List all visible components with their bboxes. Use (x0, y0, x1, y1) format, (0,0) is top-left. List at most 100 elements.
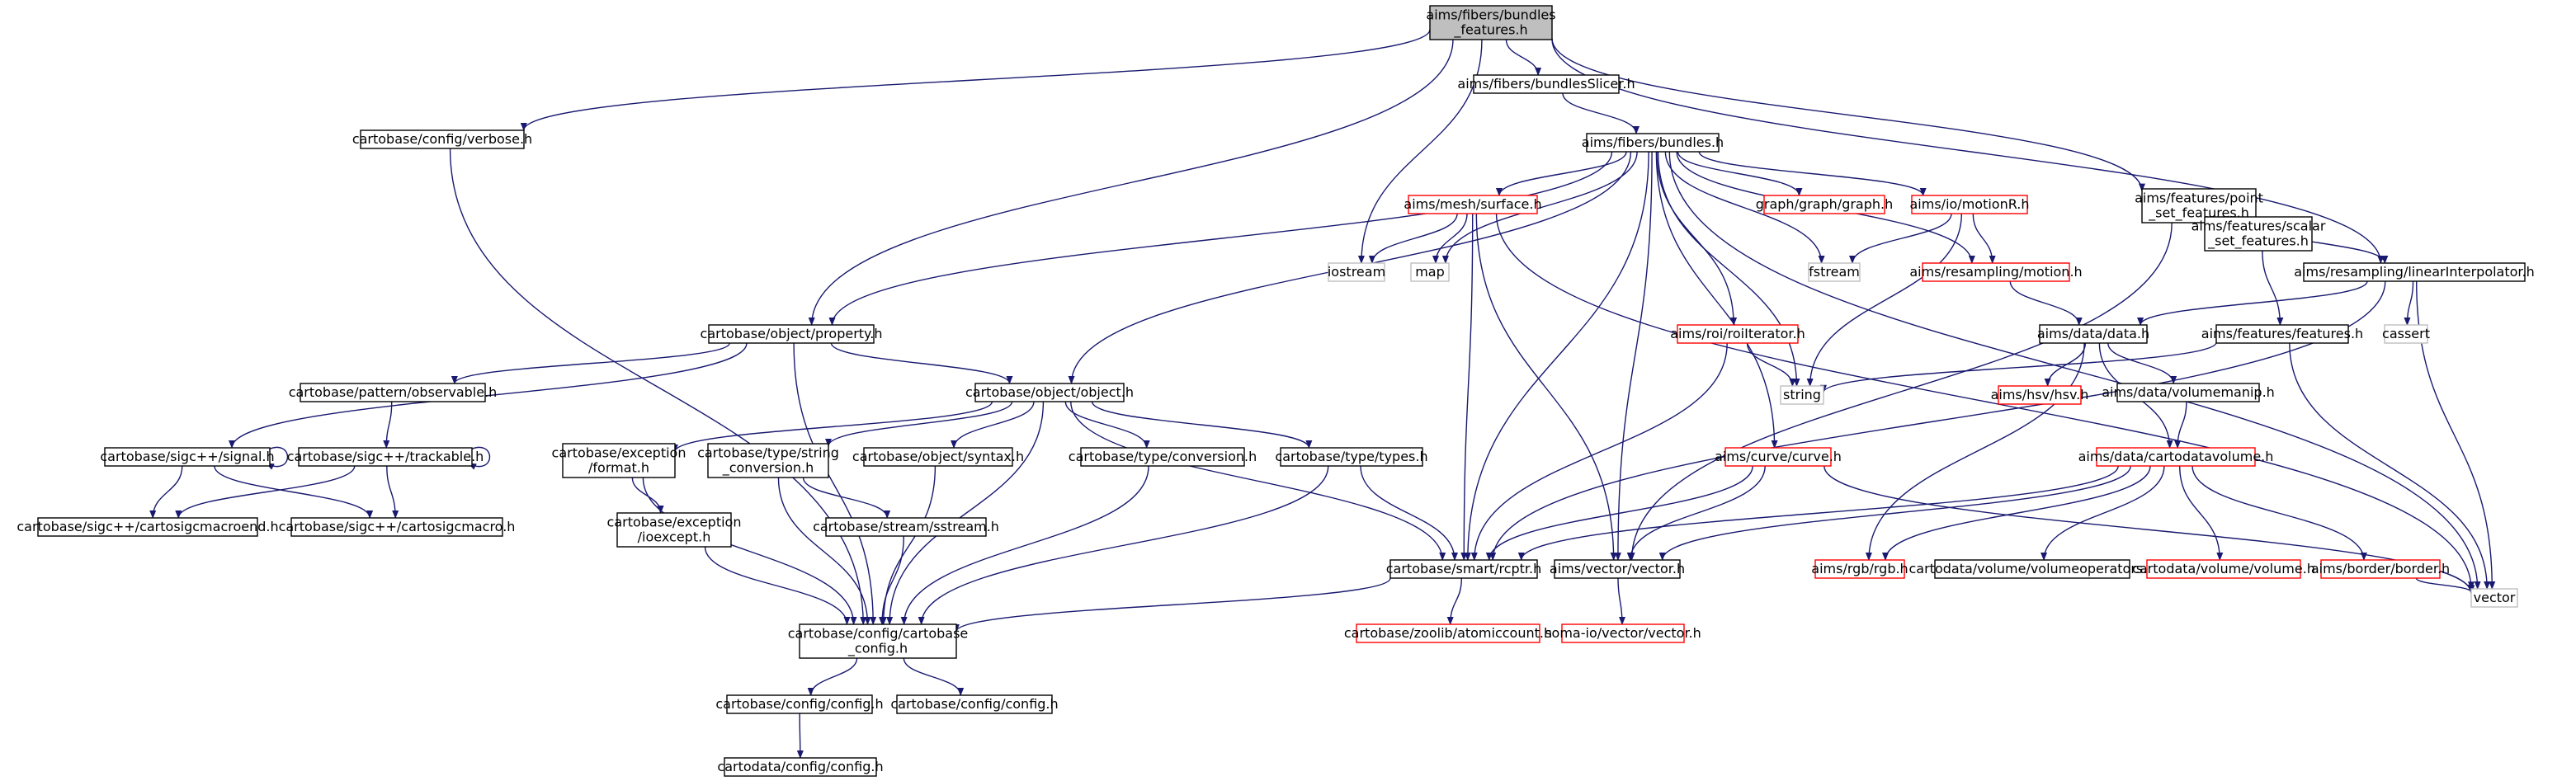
edge-root-to-verbose (520, 29, 1431, 131)
edge-root-to-iostream (1357, 39, 1483, 264)
node-label: graph/graph/graph.h (1756, 196, 1894, 212)
edge-cbconfig-to-config2 (903, 657, 965, 696)
node-syntax[interactable]: cartobase/object/syntax.h (852, 447, 1024, 467)
node-format[interactable]: cartobase/exception/format.h (552, 443, 686, 478)
node-label: cartobase/type/conversion.h (1069, 449, 1257, 464)
node-object[interactable]: cartobase/object/object.h (965, 383, 1134, 402)
node-macroend[interactable]: cartobase/sigc++/cartosigcmacroend.h (17, 517, 279, 537)
node-label: aims/fibers/bundles.h (1582, 134, 1724, 150)
node-box (799, 623, 957, 659)
node-vectorh[interactable]: aims/vector/vector.h (1550, 559, 1685, 579)
edge-scalarfeat-to-features (2262, 250, 2284, 326)
edge-cartovol-to-volops (2041, 465, 2165, 561)
edge-ioexcept-to-cbconfig (704, 546, 851, 625)
node-datah[interactable]: aims/data/data.h (2037, 324, 2149, 344)
node-label: map (1415, 264, 1445, 280)
edge-motion-to-datah (2009, 280, 2083, 326)
node-rcptr[interactable]: cartobase/smart/rcptr.h (1386, 559, 1542, 579)
node-strconv[interactable]: cartobase/type/string_conversion.h (697, 443, 839, 478)
edge-bundles-to-graph (1677, 151, 1803, 196)
node-somavec[interactable]: soma-io/vector/vector.h (1545, 623, 1701, 643)
edge-root-to-pointfeat (1551, 38, 2145, 192)
node-label: cartobase/exception (607, 515, 742, 530)
edge-types-to-rcptr (1360, 465, 1458, 561)
node-conversion[interactable]: cartobase/type/conversion.h (1069, 447, 1257, 467)
node-curve[interactable]: aims/curve/curve.h (1715, 447, 1842, 467)
edge-bundles-to-motionR (1698, 151, 1927, 196)
node-label: cartobase/sigc++/cartosigcmacroend.h (17, 519, 278, 534)
node-label: cartobase/object/object.h (965, 384, 1134, 400)
node-hsv[interactable]: aims/hsv/hsv.h (1991, 385, 2089, 405)
node-config1[interactable]: cartobase/config/config.h (715, 694, 884, 714)
node-verbose[interactable]: cartobase/config/verbose.h (352, 129, 532, 149)
node-linint[interactable]: aims/resampling/linearInterpolator.h (2294, 262, 2535, 282)
node-signal[interactable]: cartobase/sigc++/signal.h (100, 447, 275, 467)
edge-bundles-to-string (1657, 151, 1800, 387)
node-macro[interactable]: cartobase/sigc++/cartosigcmacro.h (279, 517, 516, 537)
node-motion[interactable]: aims/resampling/motion.h (1909, 262, 2083, 282)
node-label: aims/io/motionR.h (1910, 196, 2030, 212)
node-box (726, 694, 873, 714)
node-rgb[interactable]: aims/rgb/rgb.h (1811, 559, 1908, 579)
edge-surface-to-iostream (1368, 213, 1458, 264)
node-label: aims/data/volumemanip.h (2102, 384, 2275, 400)
node-cartovol[interactable]: aims/data/cartodatavolume.h (2078, 447, 2274, 467)
node-label: aims/resampling/motion.h (1909, 264, 2082, 280)
node-box (1328, 262, 1385, 282)
edge-format-to-ioexcept (631, 477, 664, 514)
edge-roiiter-to-rcptr (1470, 342, 1728, 561)
node-slicer[interactable]: aims/fibers/bundlesSlicer.h (1457, 74, 1635, 94)
node-features[interactable]: aims/features/features.h (2201, 324, 2363, 344)
edge-object-to-rcptr (1070, 401, 1446, 561)
node-volops[interactable]: cartodata/volume/volumeoperators.h (1909, 559, 2156, 579)
edge-format-to-cbconfig (642, 477, 857, 625)
edge-root-to-property (808, 39, 1454, 326)
node-label: _features.h (1453, 22, 1527, 39)
edge-bundles-to-curve (1655, 151, 1778, 449)
node-bundles[interactable]: aims/fibers/bundles.h (1582, 133, 1724, 153)
node-volmanip[interactable]: aims/data/volumemanip.h (2102, 383, 2275, 402)
node-box (707, 443, 829, 478)
node-config2[interactable]: cartobase/config/config.h (890, 694, 1059, 714)
node-box (1280, 447, 1423, 467)
node-volume[interactable]: cartodata/volume/volume.h (2132, 559, 2315, 579)
node-box (2215, 324, 2349, 344)
node-box (2204, 216, 2313, 252)
node-box (1814, 559, 1905, 579)
edge-border-to-vector (2415, 577, 2475, 593)
node-motionR[interactable]: aims/io/motionR.h (1910, 195, 2030, 214)
edge-pointfeat-to-vectorh (1628, 222, 2173, 561)
node-label: iostream (1328, 264, 1385, 280)
node-box (1998, 385, 2082, 405)
node-sstream[interactable]: cartobase/stream/sstream.h (813, 517, 999, 537)
node-graph[interactable]: graph/graph/graph.h (1756, 195, 1894, 214)
node-label: aims/mesh/surface.h (1404, 196, 1541, 212)
node-border[interactable]: aims/border/border.h (2311, 559, 2450, 579)
edge-rcptr-to-cbconfig (953, 577, 1391, 633)
node-types[interactable]: cartobase/type/types.h (1275, 447, 1428, 467)
node-box (1554, 559, 1681, 579)
node-property[interactable]: cartobase/object/property.h (701, 324, 883, 344)
node-label: _set_features.h (2207, 233, 2309, 250)
node-box (2320, 559, 2441, 579)
node-scalarfeat[interactable]: aims/features/scalar_set_features.h (2191, 216, 2326, 252)
node-label: cartobase/sigc++/signal.h (100, 449, 274, 464)
node-observable[interactable]: cartobase/pattern/observable.h (289, 383, 498, 402)
node-label: cartobase/zoolib/atomiccount.h (1344, 625, 1552, 641)
node-roiiter[interactable]: aims/roi/roiIterator.h (1670, 324, 1805, 344)
edge-cbconfig-to-config1 (807, 657, 858, 696)
node-trackable[interactable]: cartobase/sigc++/trackable.h (287, 447, 484, 467)
node-atomic[interactable]: cartobase/zoolib/atomiccount.h (1344, 623, 1552, 643)
node-box (724, 757, 877, 777)
node-cdconfig[interactable]: cartodata/config/config.h (717, 757, 884, 777)
node-label: aims/fibers/bundlesSlicer.h (1457, 76, 1635, 92)
edge-linint-to-cassert (2404, 280, 2414, 326)
node-ioexcept[interactable]: cartobase/exception/ioexcept.h (607, 512, 742, 548)
edge-bundles-to-property (828, 151, 1613, 326)
node-label: cartobase/config/cartobase (788, 626, 969, 642)
node-cbconfig[interactable]: cartobase/config/cartobase_config.h (788, 623, 969, 659)
edge-motionR-to-fstream (1849, 213, 1952, 264)
node-surface[interactable]: aims/mesh/surface.h (1404, 195, 1542, 214)
node-box (863, 447, 1013, 467)
node-label: aims/features/point (2135, 191, 2263, 206)
